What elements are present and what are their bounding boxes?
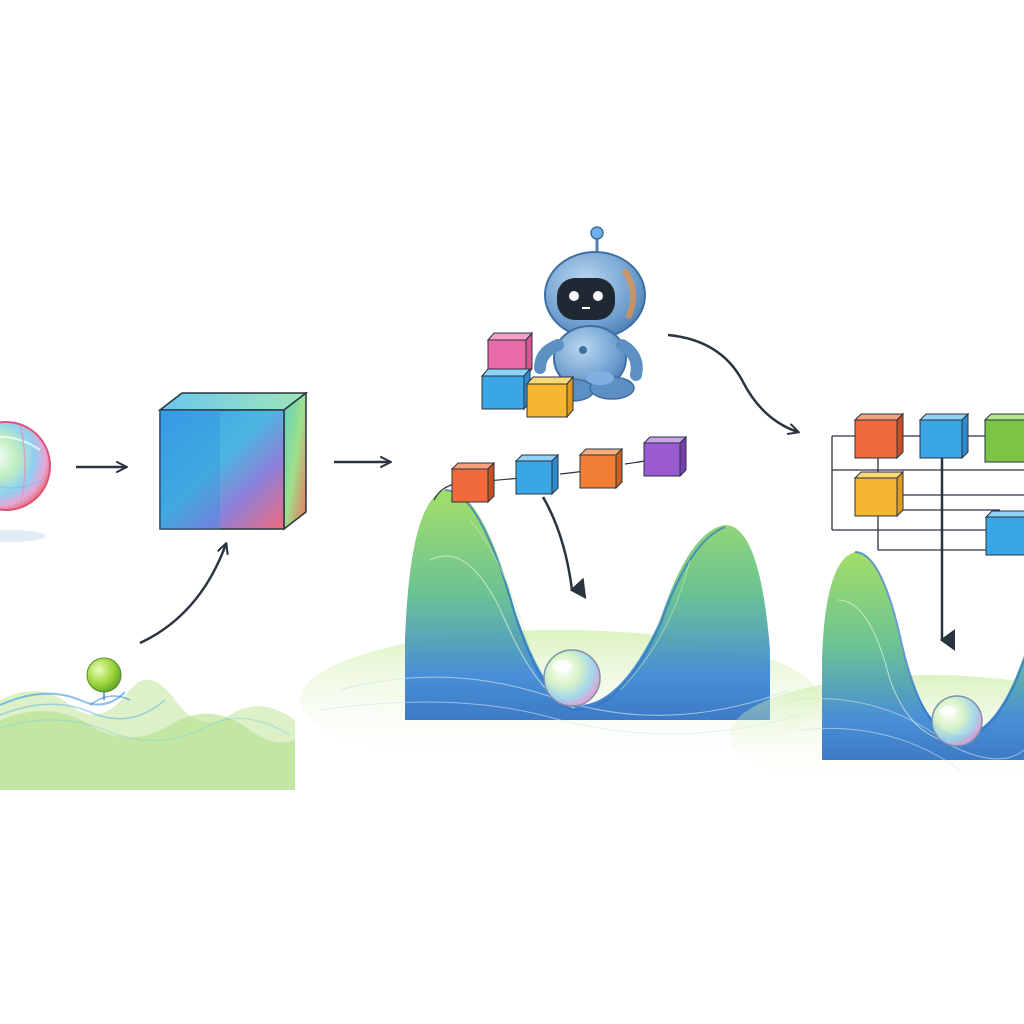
toy-block-icon — [525, 375, 575, 419]
bubble-ball-icon — [543, 649, 601, 707]
toy-block-icon — [514, 453, 560, 496]
toy-block-icon — [642, 435, 688, 478]
bubble-ball-icon — [931, 695, 983, 747]
toy-block-icon — [853, 412, 905, 460]
green-ball-icon — [86, 657, 122, 693]
toy-block-icon — [578, 447, 624, 490]
toy-block-icon — [480, 367, 532, 411]
toy-block-icon — [853, 470, 905, 518]
iridescent-sphere-icon — [0, 421, 51, 542]
flow-arrow-icon — [139, 542, 229, 645]
network-lines — [831, 435, 1024, 551]
toy-block-icon — [984, 510, 1024, 556]
robot-icon — [534, 226, 646, 402]
gradient-cube-icon — [157, 391, 309, 531]
toy-block-icon — [983, 413, 1024, 463]
flow-arrow-icon — [541, 496, 587, 600]
flow-arrow-icon — [667, 333, 800, 435]
wave-surface-icon — [0, 679, 295, 790]
toy-block-icon — [918, 412, 970, 460]
toy-block-icon — [450, 461, 496, 504]
